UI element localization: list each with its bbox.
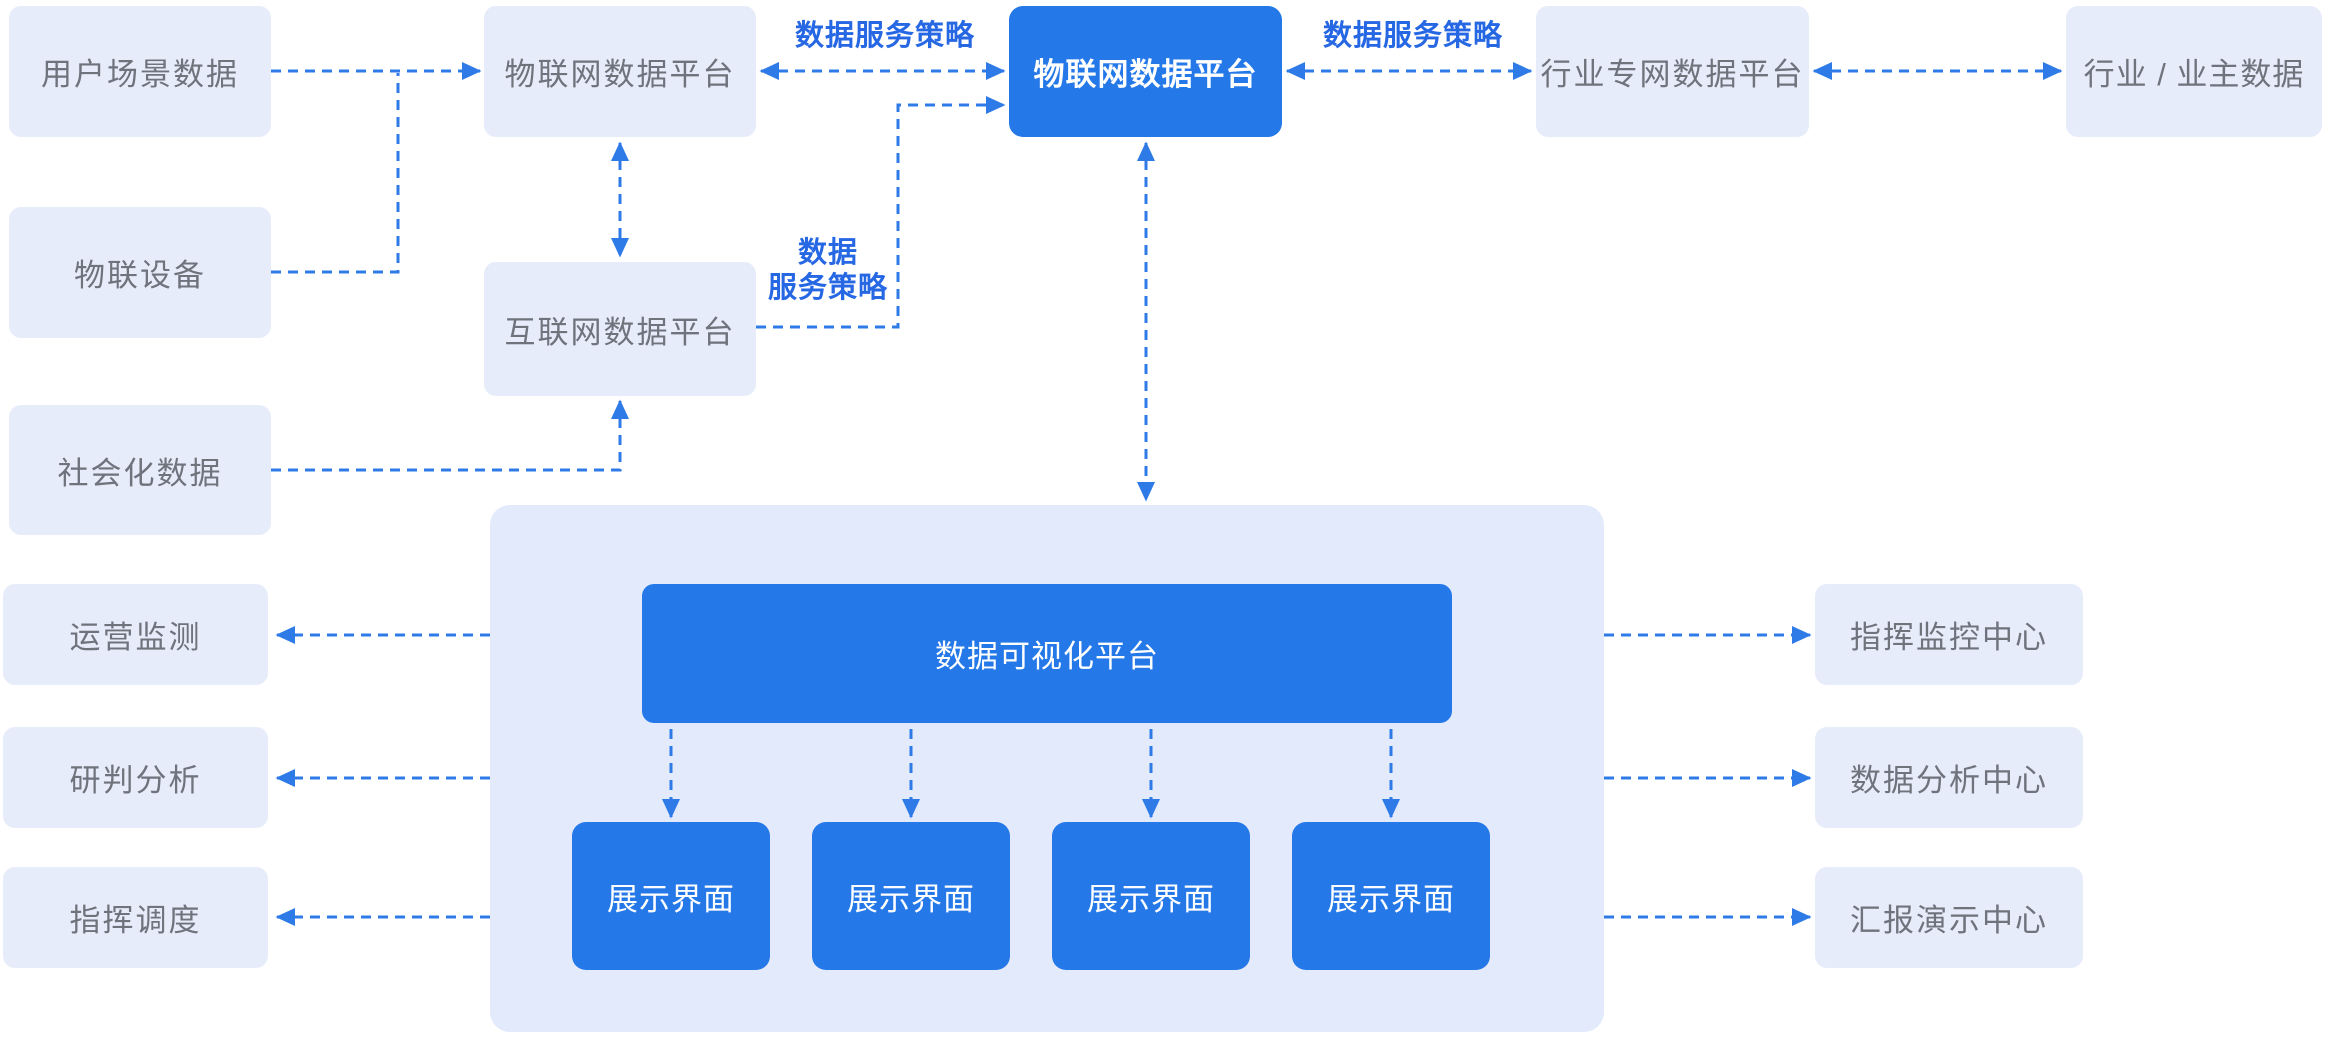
node-iot-platform-left: 物联网数据平台	[484, 6, 756, 137]
edge-label-strategy-left: 数据服务策略	[795, 20, 976, 52]
node-iot-platform-core: 物联网数据平台	[1009, 6, 1282, 137]
node-display-interface-2: 展示界面	[812, 822, 1010, 970]
node-research-analysis: 研判分析	[3, 727, 268, 828]
node-display-interface-1: 展示界面	[572, 822, 770, 970]
node-command-dispatch: 指挥调度	[3, 867, 268, 968]
node-viz-platform: 数据可视化平台	[642, 584, 1452, 723]
node-ops-monitor: 运营监测	[3, 584, 268, 685]
edge-iot-device-branch	[271, 73, 400, 274]
edge-label-strategy-right: 数据服务策略	[1323, 20, 1504, 52]
edge-label-strategy-middle-line1: 数据	[797, 237, 858, 269]
node-command-monitor-center: 指挥监控中心	[1815, 584, 2083, 685]
node-social-data: 社会化数据	[9, 405, 271, 535]
node-internet-platform: 互联网数据平台	[484, 262, 756, 396]
edge-social-to-internet	[271, 399, 629, 472]
edge-label-strategy-middle: 数据 服务策略	[764, 236, 892, 306]
node-industry-owner-data: 行业 / 业主数据	[2066, 6, 2322, 137]
node-iot-device: 物联设备	[9, 207, 271, 338]
edge-label-strategy-middle-line2: 服务策略	[767, 272, 888, 304]
node-industry-private-platform: 行业专网数据平台	[1536, 6, 1809, 137]
node-user-scene-data: 用户场景数据	[9, 6, 271, 137]
node-report-presentation-center: 汇报演示中心	[1815, 867, 2083, 968]
node-display-interface-3: 展示界面	[1052, 822, 1250, 970]
node-display-interface-4: 展示界面	[1292, 822, 1490, 970]
node-data-analysis-center: 数据分析中心	[1815, 727, 2083, 828]
